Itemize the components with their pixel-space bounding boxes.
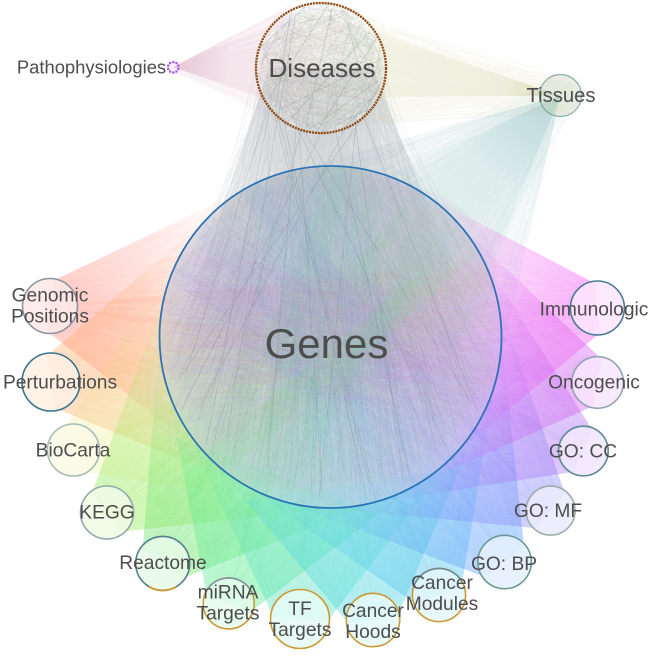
svg-text:Perturbations: Perturbations: [3, 373, 117, 394]
svg-text:GO: BP: GO: BP: [471, 554, 537, 575]
svg-text:BioCarta: BioCarta: [36, 441, 111, 462]
svg-text:GO: CC: GO: CC: [549, 442, 617, 463]
svg-text:KEGG: KEGG: [79, 503, 134, 524]
svg-text:Cancer: Cancer: [411, 573, 473, 594]
svg-text:Immunologic: Immunologic: [540, 300, 649, 321]
svg-text:Pathophysiologies: Pathophysiologies: [17, 57, 166, 78]
svg-text:TF: TF: [288, 599, 311, 620]
svg-text:Modules: Modules: [406, 594, 479, 615]
svg-text:GO: MF: GO: MF: [514, 501, 582, 522]
svg-text:Genes: Genes: [265, 320, 389, 367]
svg-text:Diseases: Diseases: [269, 53, 376, 83]
svg-text:Targets: Targets: [197, 604, 260, 625]
svg-text:Positions: Positions: [11, 307, 89, 328]
svg-text:Targets: Targets: [269, 620, 332, 641]
svg-text:Tissues: Tissues: [526, 85, 595, 107]
svg-text:Reactome: Reactome: [119, 553, 206, 574]
svg-text:Cancer: Cancer: [342, 601, 404, 622]
svg-text:Genomic: Genomic: [12, 286, 89, 307]
svg-text:Oncogenic: Oncogenic: [548, 373, 640, 394]
svg-text:miRNA: miRNA: [198, 583, 259, 604]
svg-text:Hoods: Hoods: [345, 622, 400, 643]
